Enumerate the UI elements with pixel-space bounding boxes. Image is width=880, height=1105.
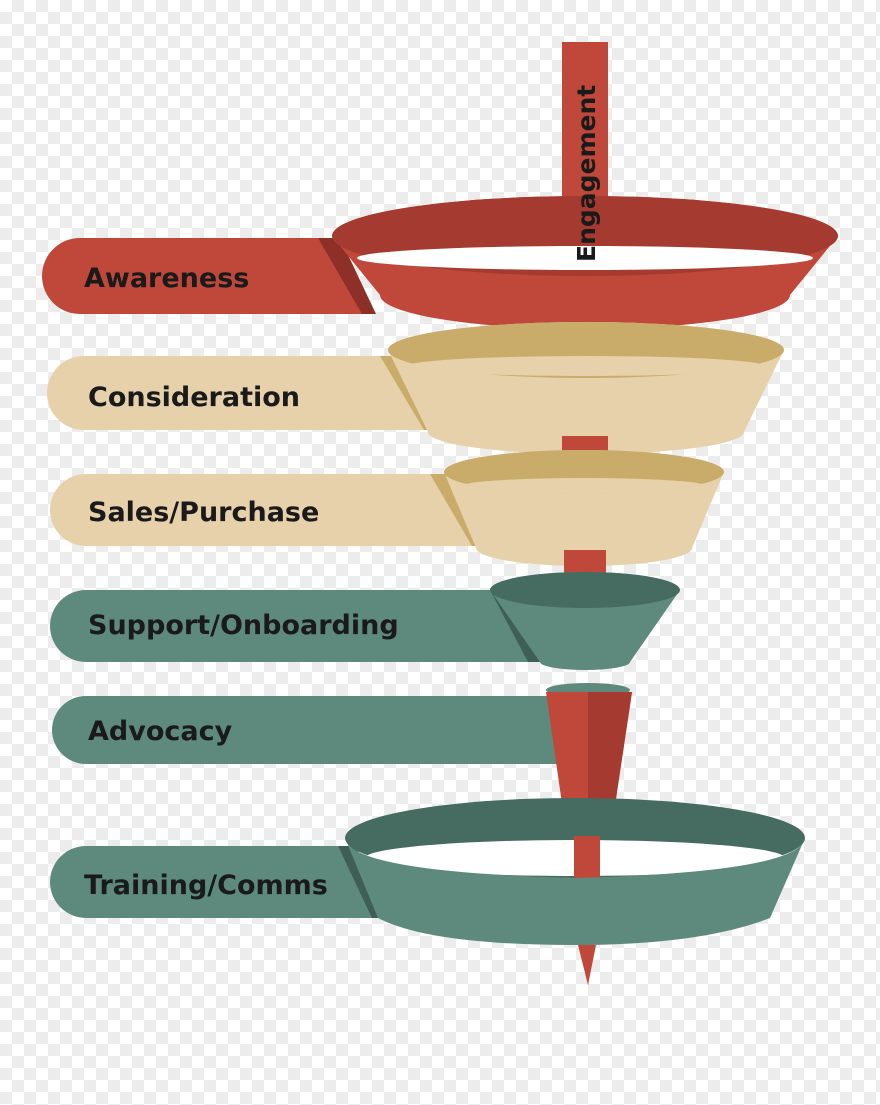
- engagement-label: Engagement: [572, 85, 601, 262]
- engagement-arrow-tip: [578, 945, 596, 985]
- consideration-tab: [47, 356, 430, 430]
- stage-awareness: Awareness: [42, 196, 838, 329]
- advocacy-label: Advocacy: [88, 716, 233, 747]
- awareness-label: Awareness: [84, 263, 249, 294]
- support-onboarding-label: Support/Onboarding: [88, 610, 399, 641]
- sales-purchase-ring-hole: [462, 478, 706, 494]
- training-comms-arrow-through: [574, 836, 600, 884]
- stage-advocacy: Advocacy: [52, 683, 630, 764]
- stage-sales-purchase: Sales/Purchase: [50, 450, 724, 566]
- training-comms-ring-front: [345, 838, 805, 945]
- sales-purchase-label: Sales/Purchase: [88, 497, 319, 528]
- consideration-label: Consideration: [88, 382, 300, 413]
- awareness-tab-fold: [318, 238, 376, 314]
- sales-purchase-tab: [50, 474, 480, 546]
- support-onboarding-cup-rim: [490, 572, 680, 608]
- advocacy-tab: [52, 696, 560, 764]
- stage-support-onboarding: Support/Onboarding: [50, 572, 680, 670]
- stage-training-comms: Training/Comms: [50, 798, 805, 945]
- stage-consideration: Consideration: [47, 322, 784, 454]
- awareness-tab: [42, 238, 368, 314]
- awareness-ring-hole: [357, 246, 813, 270]
- consideration-ring-hole: [408, 356, 764, 376]
- support-onboarding-tab: [50, 590, 535, 662]
- training-comms-label: Training/Comms: [84, 870, 328, 901]
- training-comms-tab: [50, 846, 376, 918]
